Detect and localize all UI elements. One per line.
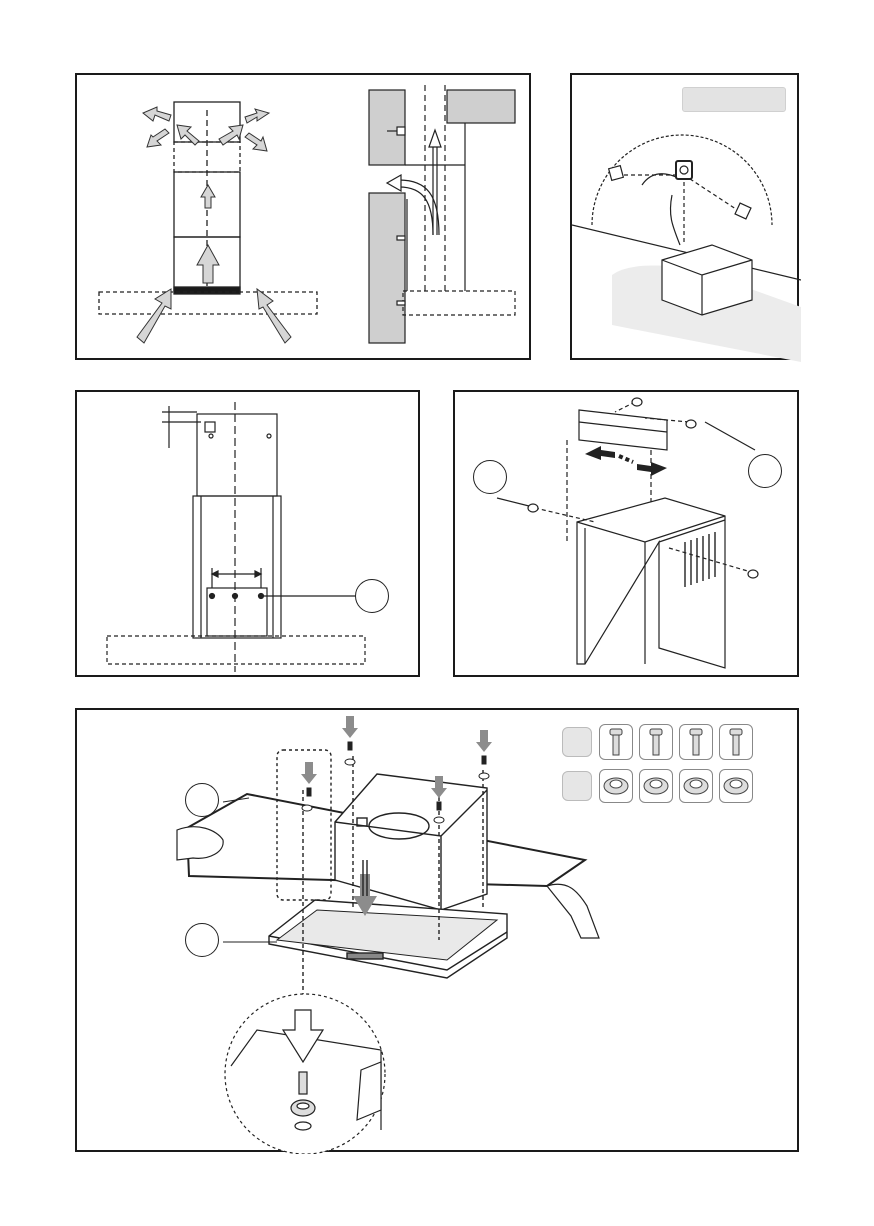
arrow-icon: [147, 129, 169, 147]
screw-icon: [437, 802, 441, 810]
callout-circle: [185, 783, 219, 817]
arrow-icon: [342, 716, 358, 738]
arrow-icon: [585, 446, 615, 460]
callout-circle: [355, 579, 389, 613]
screw-icon: [307, 788, 311, 796]
airflow-diagram-drawing: [77, 75, 533, 362]
washer-icon: [604, 778, 748, 794]
arrow-icon: [245, 133, 267, 151]
callout-circle: [185, 923, 219, 957]
airflow-diagram: [75, 73, 531, 360]
callout-circle: [748, 454, 782, 488]
arrow-icon: [143, 107, 171, 121]
bracket-assembly-diagram: [453, 390, 799, 677]
arrow-icon: [197, 245, 219, 283]
bracket-assembly-drawing: [455, 392, 801, 679]
arrow-icon: [257, 289, 291, 343]
arrow-icon: [301, 762, 317, 784]
arrow-icon: [429, 130, 441, 147]
arrow-icon: [476, 730, 492, 752]
wall-bracket-drawing: [572, 75, 801, 362]
hood-assembly-diagram: [75, 708, 799, 1152]
arrow-icon: [201, 185, 215, 208]
arrow-icon: [137, 289, 171, 343]
screw-icon: [348, 742, 352, 750]
callout-circle: [473, 460, 507, 494]
arrow-icon: [637, 462, 667, 476]
arrow-icon: [245, 109, 269, 123]
screw-icon: [482, 756, 486, 764]
wall-bracket-diagram: [570, 73, 799, 360]
screw-icon: [610, 729, 742, 755]
screw-icon: [299, 1072, 307, 1094]
chimney-measure-drawing: [77, 392, 422, 679]
arrow-icon: [387, 175, 401, 191]
chimney-measure-diagram: [75, 390, 420, 677]
